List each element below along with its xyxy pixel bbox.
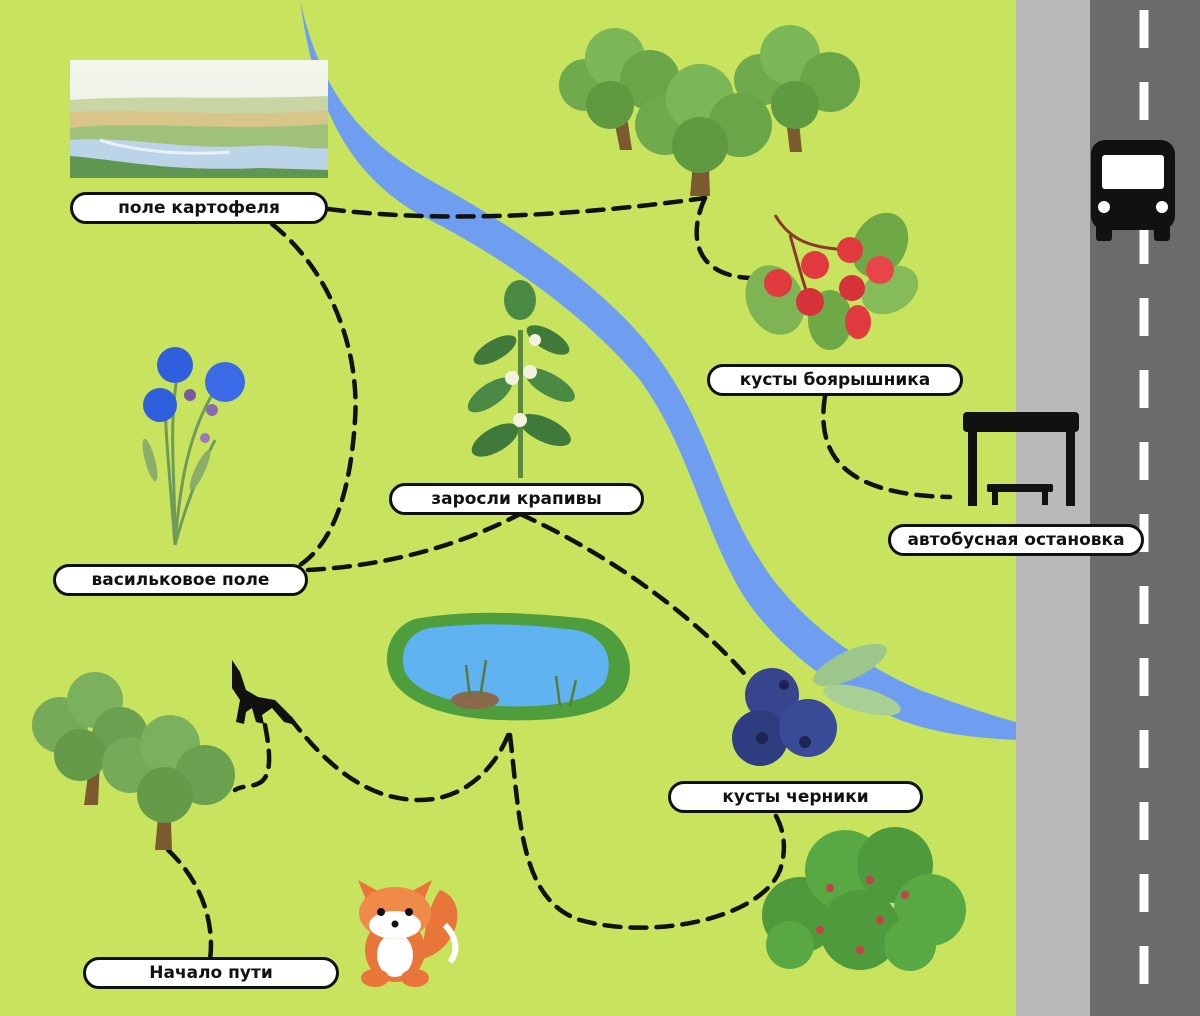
label-nettle-thicket: заросли крапивы: [389, 483, 644, 515]
bus-icon: [1091, 140, 1175, 241]
wolf-icon: [232, 660, 292, 724]
nettle-plant-icon: [467, 280, 575, 478]
berry-bush-icon: [762, 827, 966, 971]
fox-icon: [358, 880, 459, 987]
cornflower-bouquet-icon: [142, 347, 245, 546]
tree-pair-icon: [32, 672, 235, 850]
river: [300, 0, 1016, 740]
pond-icon: [386, 612, 630, 721]
hawthorn-berries-icon: [745, 212, 919, 350]
label-potato-field: поле картофеля: [70, 192, 328, 224]
label-cornflower-field: васильковое поле: [53, 564, 308, 596]
label-hawthorn-bushes: кусты боярышника: [707, 364, 963, 396]
bus-stop-shelter-icon: [963, 412, 1079, 506]
label-blueberry-bushes: кусты черники: [668, 781, 923, 813]
field-landscape-icon: [70, 60, 328, 178]
blueberries-icon: [732, 643, 901, 766]
tree-grove-icon: [559, 25, 860, 196]
label-bus-stop: автобусная остановка: [888, 524, 1144, 556]
dashed-path-network: [165, 195, 953, 963]
label-path-start: Начало пути: [83, 957, 339, 989]
